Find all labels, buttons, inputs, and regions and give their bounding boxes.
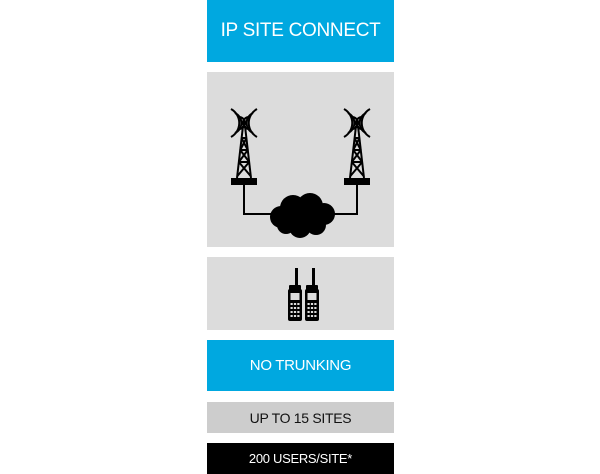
- users-feature: 200 USERS/SITE*: [207, 443, 394, 474]
- cloud-icon: [270, 193, 335, 238]
- trunking-feature: NO TRUNKING: [207, 340, 394, 391]
- radio-tower-icon: [230, 108, 258, 185]
- sites-label: UP TO 15 SITES: [249, 409, 352, 426]
- network-diagram: [230, 108, 371, 238]
- trunking-label: NO TRUNKING: [249, 357, 352, 374]
- radio-handset-icon: [305, 268, 319, 321]
- users-label: 200 USERS/SITE*: [248, 451, 353, 466]
- network-diagram-panel: [207, 72, 394, 247]
- sites-feature: UP TO 15 SITES: [207, 402, 394, 433]
- left-link-line: [243, 185, 277, 215]
- title-banner: IP SITE CONNECT: [207, 0, 394, 62]
- radio-handset-icon: [288, 268, 302, 321]
- two-way-radios-icon: [288, 268, 319, 321]
- page-title: IP SITE CONNECT: [220, 20, 381, 41]
- radios-panel: [207, 257, 394, 330]
- radio-tower-icon: [343, 108, 371, 185]
- right-link-line: [329, 185, 358, 215]
